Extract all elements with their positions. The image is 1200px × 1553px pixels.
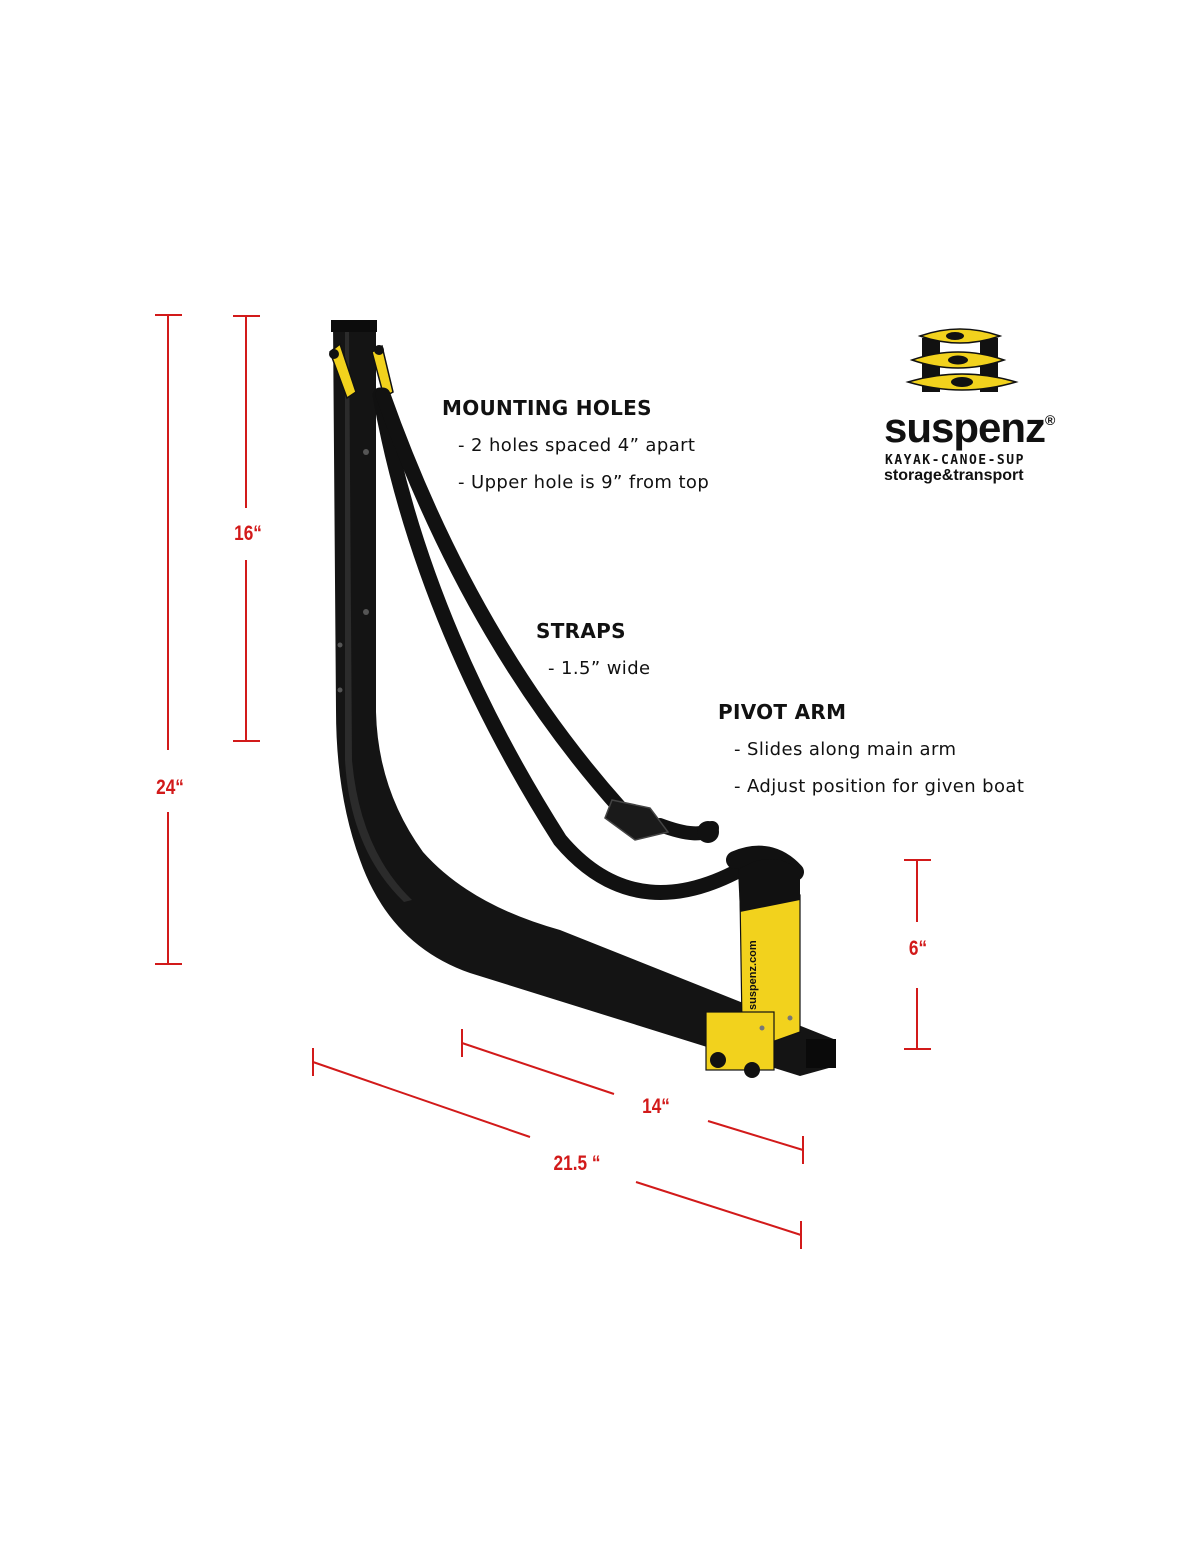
mounting-holes-item-1: - 2 holes spaced 4” apart xyxy=(458,435,696,456)
dim-label-16: 16“ xyxy=(234,522,262,545)
brand-tagline-1: KAYAK-CANOE-SUP xyxy=(885,453,1025,468)
straps-item-1: - 1.5” wide xyxy=(548,658,651,679)
pivot-arm-heading: PIVOT ARM xyxy=(718,700,847,724)
mounting-hole-2 xyxy=(363,609,369,615)
frame-end-cap xyxy=(806,1039,836,1068)
dim-14-line-left xyxy=(461,1042,615,1095)
logo-cockpit-middle xyxy=(948,355,968,365)
frame-main-arm xyxy=(333,320,836,1076)
stacked-kayaks-logo-icon xyxy=(905,328,1019,392)
pivot-hole xyxy=(759,1025,765,1031)
dim-14-line-right xyxy=(707,1120,804,1151)
pivot-arm-item-2: - Adjust position for given boat xyxy=(734,776,1025,797)
pivot-bolt-left xyxy=(710,1052,726,1068)
frame-top-cap xyxy=(331,320,377,332)
strap-inner xyxy=(372,387,768,900)
mounting-holes-heading: MOUNTING HOLES xyxy=(442,396,652,420)
pivot-arm-strap-wrap xyxy=(738,859,800,912)
top-strap-clips xyxy=(329,342,394,400)
dim-21-line-right xyxy=(635,1181,802,1236)
mounting-hole-1 xyxy=(363,449,369,455)
brand-name: suspenz xyxy=(884,404,1046,451)
logo-cockpit-bottom xyxy=(951,377,973,387)
pivot-hole-2 xyxy=(787,1015,793,1021)
straps xyxy=(372,387,804,900)
strap-buckle xyxy=(604,799,719,843)
registered-mark: ® xyxy=(1045,412,1055,428)
pivot-arm: suspenz.com xyxy=(705,859,801,1078)
dim-label-6: 6“ xyxy=(908,937,928,960)
strap-outer xyxy=(375,387,628,816)
clip-bolt-left xyxy=(329,349,339,359)
pivot-arm-label: suspenz.com xyxy=(747,940,759,1010)
mounting-hole-4 xyxy=(337,687,343,693)
straps-heading: STRAPS xyxy=(536,619,626,643)
pivot-arm-item-1: - Slides along main arm xyxy=(734,739,957,760)
dim-21-line-left xyxy=(312,1061,531,1138)
brand-tagline-2: storage&transport xyxy=(884,467,1024,484)
dim-label-14: 14“ xyxy=(642,1095,670,1118)
buckle-body xyxy=(604,799,670,841)
pivot-bolt-right xyxy=(744,1062,760,1078)
strap-end-loop xyxy=(697,821,719,843)
brand-wordmark: suspenz® xyxy=(884,404,1055,452)
dim-label-24: 24“ xyxy=(156,776,184,799)
steel-frame xyxy=(331,320,836,1076)
mounting-holes-item-2: - Upper hole is 9” from top xyxy=(458,472,710,493)
dimension-lines xyxy=(155,314,931,1249)
dim-label-21-5: 21.5 “ xyxy=(553,1152,601,1175)
logo-cockpit-top xyxy=(946,332,964,340)
mounting-hole-3 xyxy=(337,642,343,648)
clip-bolt-right xyxy=(374,345,384,355)
